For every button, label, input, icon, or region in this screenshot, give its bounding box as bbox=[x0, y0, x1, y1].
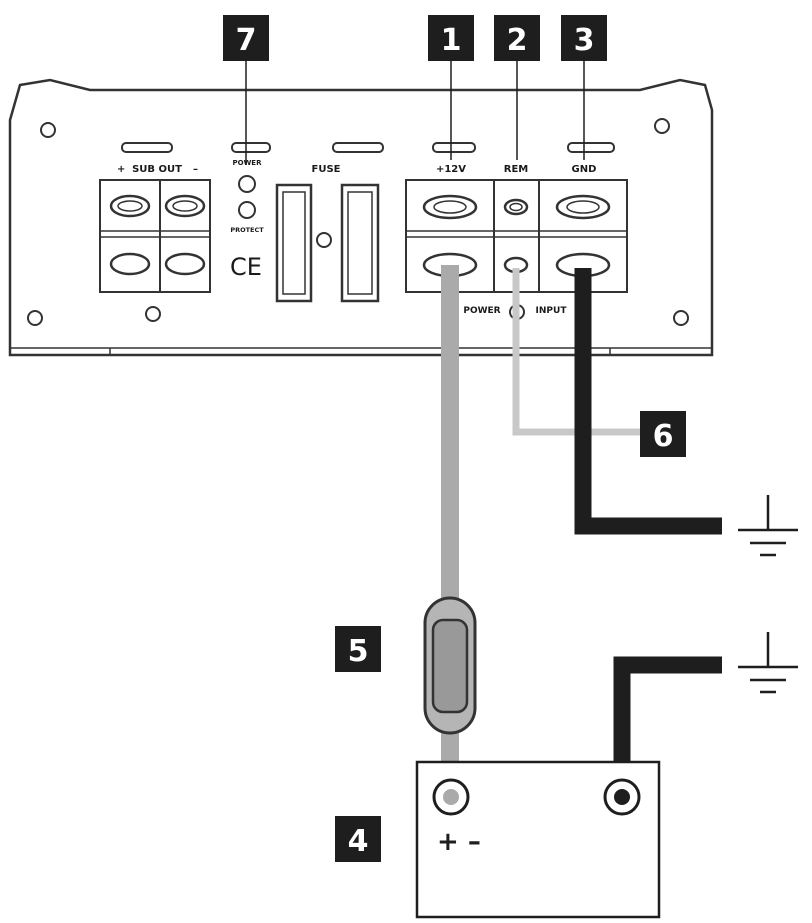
amplifier-panel: + SUB OUT – POWER PROTECT CE FUSE bbox=[8, 78, 714, 357]
label-slot bbox=[567, 142, 615, 153]
label-slot bbox=[432, 142, 476, 153]
sub-out-plus-label: + bbox=[117, 164, 125, 175]
callout-badge-2: 2 bbox=[494, 15, 540, 160]
svg-text:2: 2 bbox=[507, 23, 528, 58]
rem-label: REM bbox=[504, 164, 529, 175]
ce-mark: CE bbox=[230, 253, 262, 281]
callout-badge-1: 1 bbox=[428, 15, 474, 160]
ground-wire-amplifier bbox=[574, 268, 722, 535]
power-section-label: POWER bbox=[463, 306, 500, 316]
power-led-label: POWER bbox=[233, 159, 263, 167]
input-section-label: INPUT bbox=[536, 306, 568, 316]
ground-symbol-icon bbox=[738, 495, 798, 557]
svg-text:7: 7 bbox=[236, 23, 257, 58]
svg-text:1: 1 bbox=[441, 23, 462, 58]
callout-badge-4: 4 bbox=[335, 816, 381, 862]
plus-12v-label: +12V bbox=[436, 164, 466, 175]
callout-badge-7: 7 bbox=[223, 15, 269, 165]
label-slot bbox=[231, 142, 271, 153]
ground-wire-battery bbox=[613, 656, 722, 790]
mounting-screw bbox=[673, 310, 689, 326]
sub-out-minus-label: – bbox=[193, 164, 198, 175]
callout-badge-3: 3 bbox=[561, 15, 607, 160]
svg-text:4: 4 bbox=[348, 824, 369, 859]
label-slot bbox=[332, 142, 384, 153]
fuse-holder-right bbox=[340, 183, 380, 303]
fuse-holder-left bbox=[275, 183, 313, 303]
speaker-terminal-socket bbox=[164, 252, 206, 276]
callout-badge-6: 6 bbox=[640, 411, 686, 457]
label-slot bbox=[121, 142, 173, 153]
callout-badge-5: 5 bbox=[335, 626, 381, 672]
power-led-icon bbox=[238, 175, 256, 193]
rem-terminal-screw bbox=[503, 198, 529, 216]
ground-symbol-icon bbox=[738, 632, 798, 694]
svg-text:5: 5 bbox=[348, 634, 369, 669]
fuse-label: FUSE bbox=[312, 164, 341, 175]
sub-out-terminal-block bbox=[99, 179, 211, 293]
plus-12v-terminal-screw bbox=[422, 194, 478, 220]
mounting-screw bbox=[40, 122, 56, 138]
speaker-terminal-socket bbox=[109, 252, 151, 276]
remote-wire bbox=[512, 268, 640, 436]
gnd-terminal-screw bbox=[555, 194, 611, 220]
protect-led-icon bbox=[238, 201, 256, 219]
speaker-terminal-screw bbox=[164, 194, 206, 218]
battery-polarity-label: + – bbox=[437, 827, 481, 857]
sub-out-label: SUB OUT bbox=[132, 164, 182, 175]
battery: + – bbox=[415, 760, 661, 919]
mounting-screw bbox=[27, 310, 43, 326]
svg-text:6: 6 bbox=[653, 419, 674, 454]
gnd-label: GND bbox=[572, 164, 597, 175]
speaker-terminal-screw bbox=[109, 194, 151, 218]
mounting-screw bbox=[145, 306, 161, 322]
mounting-screw bbox=[654, 118, 670, 134]
protect-led-label: PROTECT bbox=[230, 226, 264, 234]
mounting-screw bbox=[316, 232, 332, 248]
inline-fuse-icon bbox=[423, 596, 477, 735]
svg-text:3: 3 bbox=[574, 23, 595, 58]
